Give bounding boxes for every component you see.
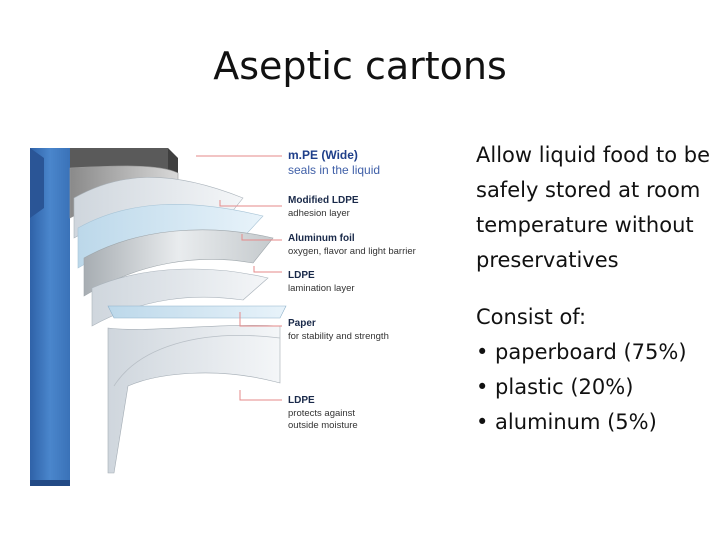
layer-labels: m.PE (Wide) seals in the liquid Modified… [288,148,416,431]
layer-5-title: Paper [288,318,316,329]
composition-heading: Consist of: [476,305,587,329]
layer-6-desc: protects against [288,408,355,419]
layer-1-desc: seals in the liquid [288,163,380,177]
layer-2-title: Modified LDPE [288,195,359,206]
layer-2-desc: adhesion layer [288,208,350,219]
composition-item-paperboard: • paperboard (75%) [476,340,687,364]
layer-3-title: Aluminum foil [288,233,355,244]
carton-layers-diagram: m.PE (Wide) seals in the liquid Modified… [18,128,458,500]
layer-6-desc-line2: outside moisture [288,420,358,431]
layer-sheets [69,165,287,474]
composition-list: • paperboard (75%) • plastic (20%) • alu… [476,335,712,440]
slide-title: Aseptic cartons [213,44,507,88]
composition-item-aluminum: • aluminum (5%) [476,410,657,434]
slide-body: Allow liquid food to be safely stored at… [476,138,712,440]
composition-item-plastic: • plastic (20%) [476,375,634,399]
carton-layers-illustration: m.PE (Wide) seals in the liquid Modified… [30,148,416,486]
layer-1-title: m.PE (Wide) [288,148,358,162]
layer-3-desc: oxygen, flavor and light barrier [288,246,416,257]
leader-lines [196,155,282,401]
layer-5-desc: for stability and strength [288,331,389,342]
layer-4-desc: lamination layer [288,283,355,294]
layer-4-title: LDPE [288,270,315,281]
layer-6-title: LDPE [288,395,315,406]
description-paragraph: Allow liquid food to be safely stored at… [476,143,710,272]
